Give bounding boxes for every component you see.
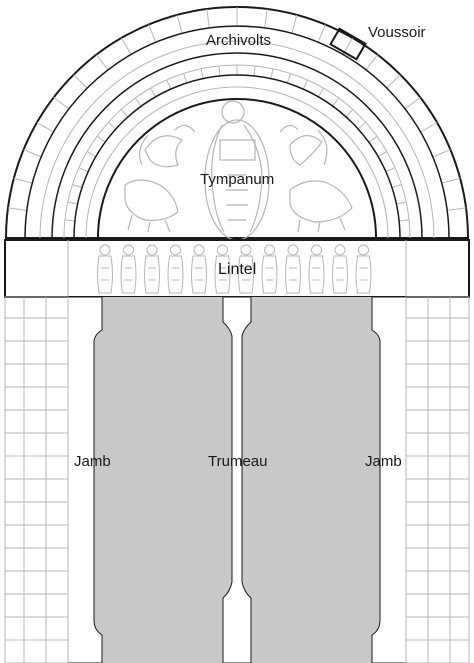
voussoir-joints	[7, 7, 467, 222]
inner-voussoir-joint	[218, 65, 221, 76]
inner-voussoir-joint	[357, 121, 366, 130]
apostle-figure	[144, 244, 160, 294]
left-door	[93, 297, 235, 663]
inner-voussoir-joint	[166, 79, 172, 90]
inner-voussoir-joint	[150, 87, 156, 98]
voussoir-joint	[53, 96, 70, 110]
tympanum-label: Tympanum	[200, 171, 275, 188]
apostle-figure	[261, 244, 278, 294]
inner-voussoir-joint	[377, 151, 388, 157]
left-jamb	[67, 296, 103, 663]
inner-voussoir-joint	[108, 121, 117, 130]
inner-voussoir-joint	[385, 167, 396, 173]
apostle-figure	[285, 244, 301, 294]
voussoir-joint	[121, 37, 132, 55]
apostle-figure	[355, 244, 372, 294]
inner-voussoir-joint	[96, 135, 106, 143]
right-jamb	[371, 296, 407, 663]
right-door	[239, 297, 381, 663]
voussoir-joint	[148, 24, 157, 43]
inner-voussoir-joint	[332, 97, 340, 107]
jamb-left-label: Jamb	[74, 453, 111, 470]
voussoir-joint	[291, 14, 298, 34]
lintel-apostles	[97, 244, 372, 294]
apostle-figure	[191, 244, 207, 294]
inner-voussoir-joint	[120, 109, 129, 118]
inner-voussoir-joint	[318, 87, 324, 98]
voussoir-joint	[365, 54, 379, 71]
voussoir-joint	[23, 149, 42, 158]
inner-voussoir-joint	[396, 201, 407, 205]
archivolts-label: Archivolts	[206, 32, 272, 49]
voussoir-joint	[432, 149, 451, 158]
apostle-figure	[97, 244, 113, 294]
inner-voussoir-joint	[86, 151, 97, 157]
voussoir-joint	[264, 8, 268, 28]
apostle-figure	[332, 244, 348, 294]
inner-voussoir-joint	[399, 219, 410, 222]
apostle-figure	[214, 244, 231, 294]
apostle-figure	[238, 244, 254, 294]
voussoir-marker	[329, 27, 367, 61]
voussoir-joint	[317, 24, 326, 43]
voussoir-label: Voussoir	[368, 24, 426, 41]
voussoir-joint	[176, 14, 183, 34]
voussoir-joint	[36, 122, 54, 133]
jamb-right-label: Jamb	[365, 453, 402, 470]
tympanum-relief	[124, 100, 353, 241]
lintel	[4, 239, 470, 298]
voussoir-joint	[404, 96, 421, 110]
voussoir-joint	[206, 8, 210, 28]
voussoir-joint	[73, 74, 88, 89]
door-area	[67, 296, 407, 663]
apostle-figure	[308, 244, 325, 294]
voussoir-joint	[420, 122, 438, 133]
voussoir-joint	[447, 207, 467, 211]
voussoir-joint	[441, 177, 461, 184]
trumeau-label: Trumeau	[208, 453, 268, 470]
inner-voussoir-joint	[391, 184, 402, 189]
voussoir-joint	[95, 54, 109, 71]
inner-voussoir-joint	[368, 135, 378, 143]
inner-voussoir-joint	[253, 65, 256, 76]
trumeau	[222, 296, 252, 663]
inner-voussoir-joint	[134, 97, 142, 107]
voussoir-joint	[386, 74, 401, 89]
inner-voussoir-joint	[286, 73, 291, 84]
lintel-label: Lintel	[218, 261, 257, 278]
inner-voussoir-joint	[183, 73, 188, 84]
inner-voussoir-joint	[72, 184, 83, 189]
inner-voussoir-joint	[302, 79, 308, 90]
apostle-figure	[120, 244, 137, 294]
inner-voussoir-joint	[64, 219, 75, 222]
inner-voussoir-joint	[67, 201, 78, 205]
inner-voussoir-joint	[78, 167, 89, 173]
voussoir-joint	[13, 177, 33, 184]
inner-voussoir-joint	[270, 68, 274, 79]
inner-voussoir-joint	[200, 68, 204, 79]
voussoir-joint	[7, 207, 27, 211]
jamb-stonework	[4, 296, 470, 663]
inner-voussoir-joint	[345, 109, 354, 118]
apostle-figure	[167, 244, 184, 294]
